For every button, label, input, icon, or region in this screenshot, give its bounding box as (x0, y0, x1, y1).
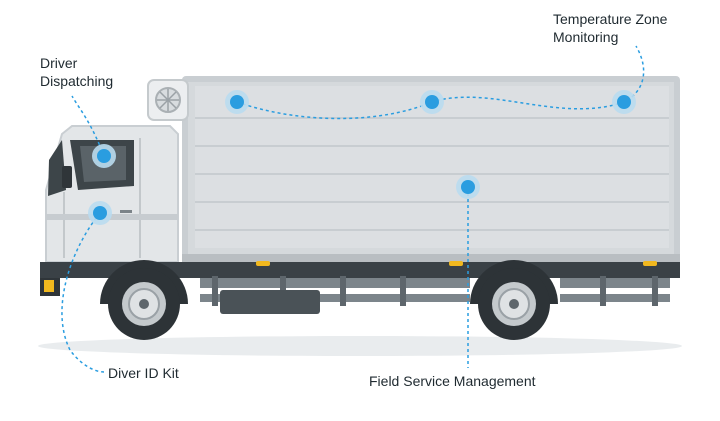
rear-wheel (470, 260, 558, 340)
label-temperature-zone-line-1: Temperature Zone (553, 11, 668, 27)
marker-field-service (456, 175, 480, 199)
label-diver-id-kit: Diver ID Kit (108, 365, 179, 381)
marker-lights (256, 261, 657, 266)
front-wheel (100, 260, 188, 340)
leader-line-temperature-zone (236, 45, 645, 120)
label-driver-dispatching-line-2: Dispatching (40, 73, 114, 89)
marker-diver-id-kit (88, 201, 112, 225)
label-driver-dispatching: Driver Dispatching (40, 54, 113, 90)
marker-driver-dispatching (92, 144, 116, 168)
label-field-service-management: Field Service Management (369, 373, 536, 389)
label-temperature-zone-monitoring: Temperature Zone Monitoring (553, 10, 667, 46)
leader-line-diver-id-kit (61, 212, 105, 373)
marker-temperature-zone-2 (420, 90, 444, 114)
marker-temperature-zone-3 (612, 90, 636, 114)
chassis (170, 262, 680, 314)
truck-cab (40, 125, 180, 296)
ground-shadow (38, 336, 682, 356)
label-temperature-zone-line-2: Monitoring (553, 29, 619, 45)
label-driver-dispatching-line-1: Driver (40, 55, 78, 71)
refrigeration-unit (147, 79, 189, 121)
leader-line-driver-dispatching (71, 95, 105, 157)
marker-temperature-zone-1 (225, 90, 249, 114)
